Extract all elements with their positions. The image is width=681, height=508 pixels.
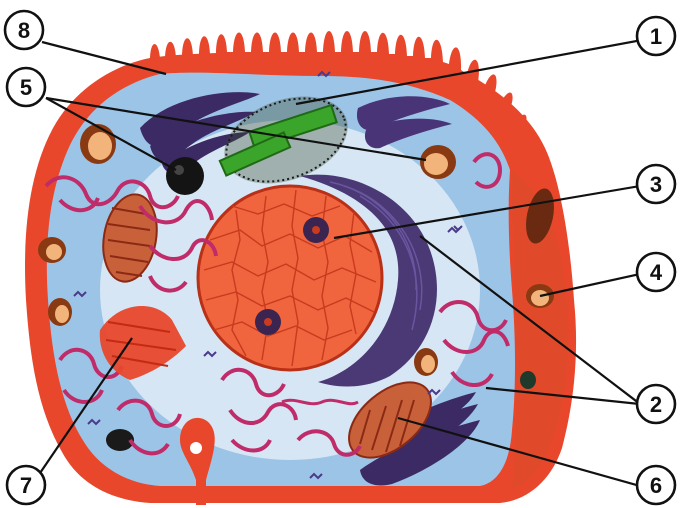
notch-vesicle — [190, 442, 202, 454]
callout-6: 6 — [637, 466, 675, 504]
callout-7: 7 — [7, 466, 45, 504]
callout-8: 8 — [5, 11, 43, 49]
callout-1: 1 — [637, 17, 675, 55]
nucleus — [198, 186, 382, 370]
leader-8 — [42, 42, 166, 74]
callout-2-label: 2 — [650, 392, 662, 417]
callout-7-label: 7 — [20, 473, 32, 498]
callout-6-label: 6 — [650, 473, 662, 498]
lysosome — [166, 157, 204, 195]
callout-5: 5 — [7, 68, 45, 106]
callout-5-label: 5 — [20, 75, 32, 100]
callout-1-label: 1 — [650, 24, 662, 49]
callout-3: 3 — [637, 165, 675, 203]
callout-4-label: 4 — [650, 260, 663, 285]
callout-8-label: 8 — [18, 18, 30, 43]
callout-2: 2 — [637, 385, 675, 423]
callout-4: 4 — [637, 253, 675, 291]
callout-3-label: 3 — [650, 172, 662, 197]
